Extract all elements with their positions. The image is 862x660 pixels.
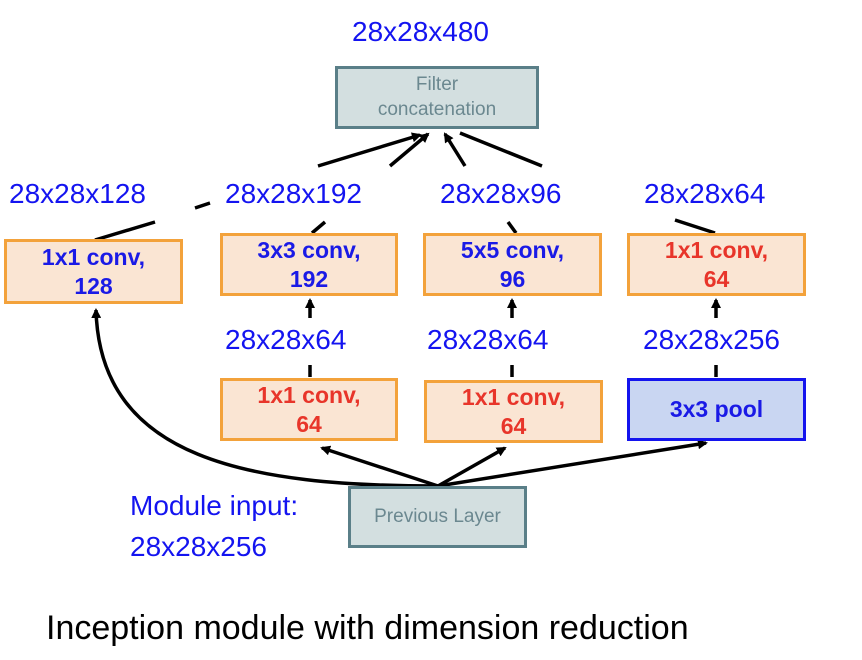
filter-concat-line1: Filter [415,73,459,95]
conv-1x1-64-reduce1-line2: 64 [296,410,322,437]
branch1-output-dim: 28x28x128 [9,178,147,209]
pool-output-dim: 28x28x256 [643,324,781,355]
arrow-prev-to-reduce2 [437,446,507,488]
module-input-dim: 28x28x256 [130,531,268,562]
conv-1x1-64-reduce2-line2: 64 [500,412,527,439]
conv-1x1-128-box: 1x1 conv, 128 [4,239,183,304]
diagram-caption: Inception module with dimension reductio… [46,609,689,647]
filter-concat-line2: concatenation [377,98,497,120]
filter-concatenation-box: Filter concatenation [335,66,539,129]
conv-1x1-64-reduce2-box: 1x1 conv, 64 [424,380,603,443]
conv-1x1-64-reduce1-line1: 1x1 conv, [257,381,361,408]
arrow-branch3-to-concat [506,220,518,235]
pool-3x3-label: 3x3 pool [669,396,764,423]
branch3-output-dim: 28x28x96 [440,178,562,209]
conv-3x3-192-line1: 3x3 conv, [257,236,361,263]
output-dimension: 28x28x480 [352,16,490,47]
reduce1-output-dim: 28x28x64 [225,324,347,355]
conv-1x1-64-reduce1-box: 1x1 conv, 64 [220,378,398,441]
previous-layer-label: Previous Layer [374,505,501,527]
conv-1x1-64-reduce2-line1: 1x1 conv, [461,383,566,410]
conv-5x5-96-line1: 5x5 conv, [460,236,565,263]
conv-5x5-96-line2: 96 [499,265,526,292]
arrow-prev-to-pool [437,439,708,488]
previous-layer-box: Previous Layer [348,486,527,548]
conv-1x1-64-pool-proj-line2: 64 [703,265,730,292]
conv-1x1-64-pool-proj-box: 1x1 conv, 64 [627,233,806,296]
branch2-output-dim: 28x28x192 [225,178,363,209]
arrow-prev-to-1x1-128 [91,308,439,488]
reduce2-output-dim: 28x28x64 [427,324,549,355]
arrow-branch2-to-concat [310,220,327,235]
conv-5x5-96-box: 5x5 conv, 96 [423,233,602,296]
arrow-branch1-to-concat-upper [194,201,211,210]
conv-3x3-192-line2: 192 [289,265,329,292]
module-input-label: Module input: [130,490,299,521]
conv-1x1-64-pool-proj-line1: 1x1 conv, [664,236,769,263]
conv-1x1-128-line2: 128 [74,272,113,299]
arrow-branch2-to-concat-top [388,132,430,168]
arrow-prev-to-reduce1 [320,445,439,488]
arrow-branch4-to-concat-top [459,131,543,168]
arrow-branch3-to-concat-top [443,132,467,167]
conv-3x3-192-box: 3x3 conv, 192 [220,233,398,296]
arrow-branch1-to-concat [94,220,156,242]
pool-3x3-box: 3x3 pool [627,378,806,441]
branch4-output-dim: 28x28x64 [644,178,766,209]
arrow-branch1-to-concat-top [317,132,422,168]
conv-1x1-128-line1: 1x1 conv, [41,243,146,270]
arrow-branch4-to-concat [674,218,716,235]
